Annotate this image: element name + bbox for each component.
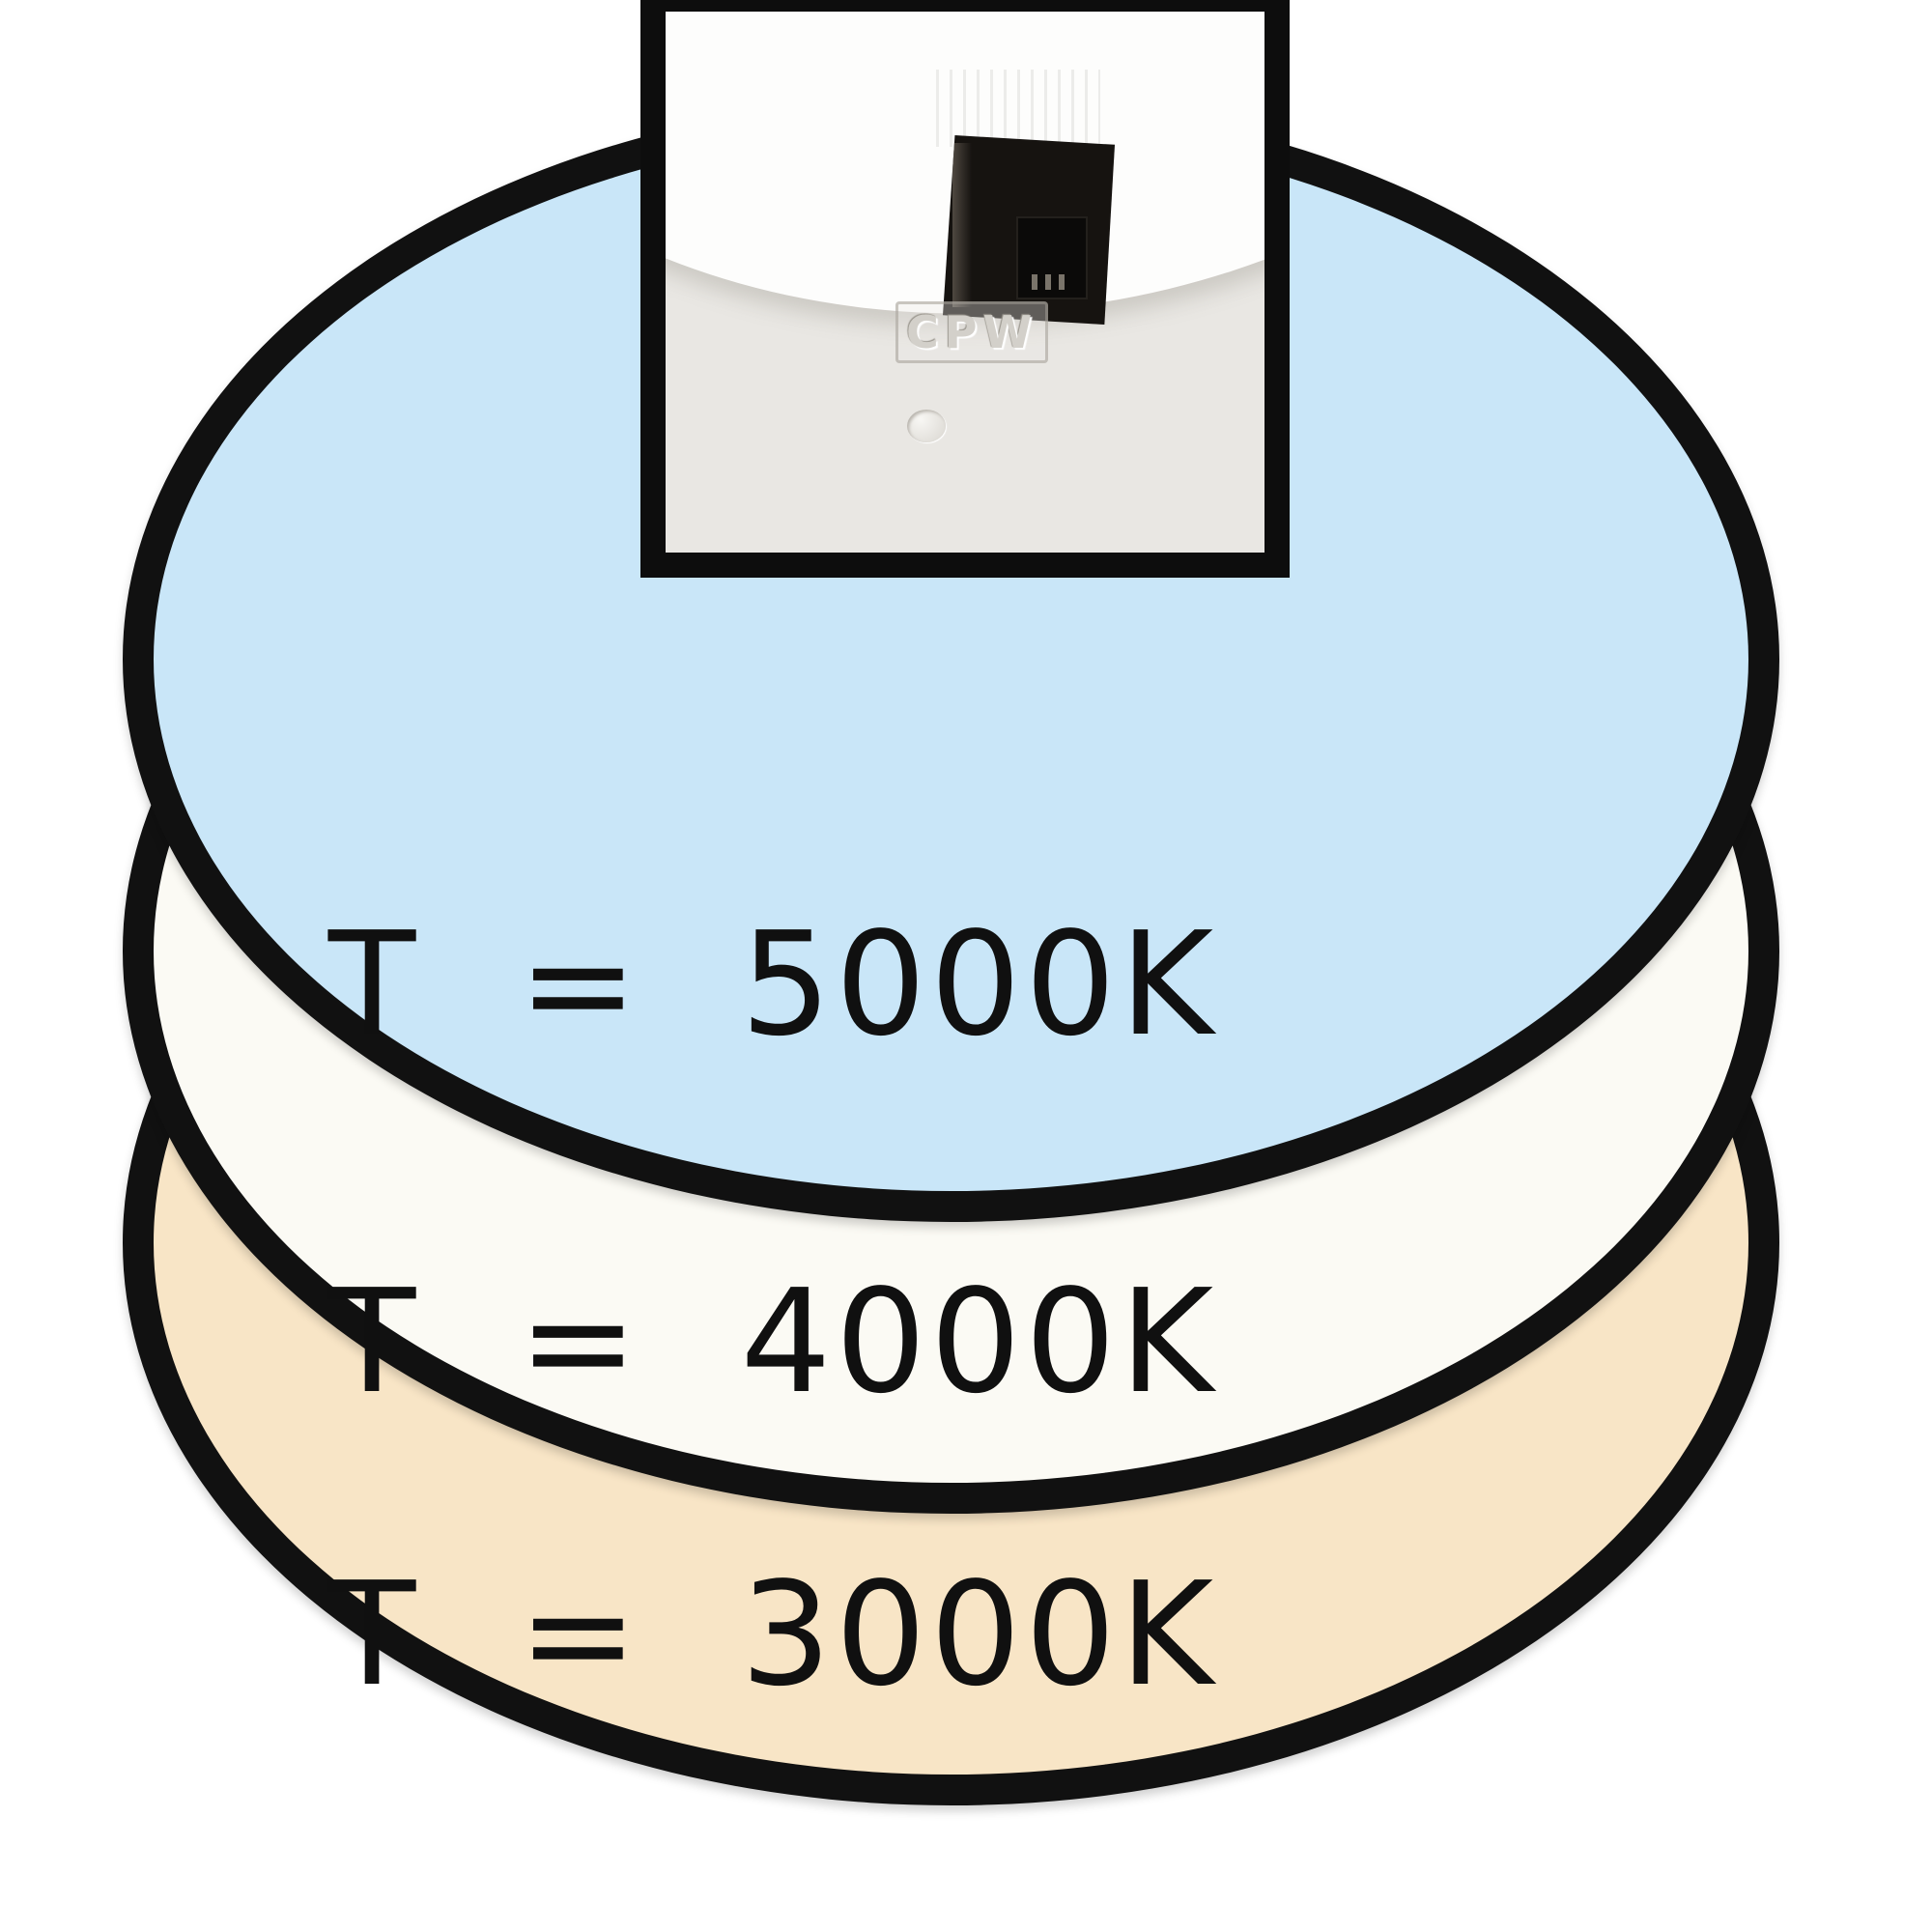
- label-temperature-3000k: T = 3000K: [327, 1551, 1218, 1718]
- inset-photo-switch-closeup: CPW: [640, 0, 1290, 578]
- label-temperature-4000k: T = 4000K: [327, 1259, 1218, 1425]
- label-temperature-5000k: T = 5000K: [327, 901, 1218, 1067]
- molded-dimple: [907, 410, 946, 442]
- switch-recess-highlight: [952, 143, 972, 307]
- switch-teeth-icon: [1032, 274, 1072, 290]
- surface-scratches: [936, 70, 1100, 147]
- switch-knob-icon: [1016, 216, 1088, 299]
- cct-selector-switch: [943, 135, 1115, 325]
- cpw-embossed-text: CPW: [895, 301, 1049, 363]
